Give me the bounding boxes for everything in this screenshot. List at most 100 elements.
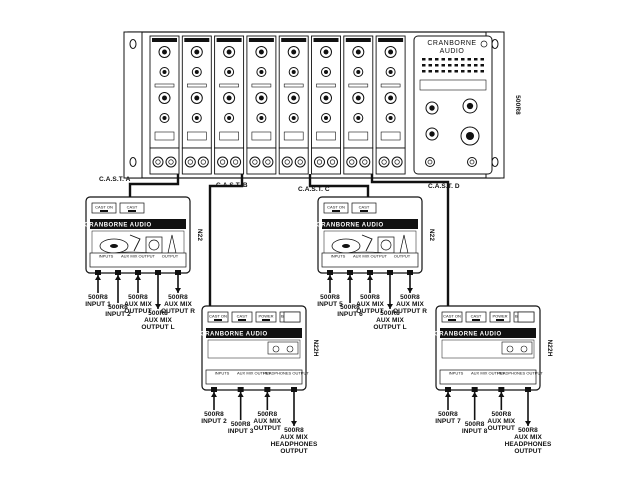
led-meter-icon: [422, 70, 426, 73]
unit-jack-icon: [445, 387, 451, 392]
unit-model-label: N22: [428, 229, 435, 242]
unit-io-label: HEADPHONES OUTPUT: [263, 371, 309, 376]
led-meter-icon: [422, 58, 426, 61]
jack-hole-icon: [394, 159, 400, 165]
led-meter-icon: [480, 70, 484, 73]
arrow-up-icon: [95, 275, 101, 280]
cast-label: C.A.S.T. A: [99, 176, 131, 183]
unit-jack-icon: [264, 387, 271, 392]
knob-cap-icon: [323, 95, 329, 101]
unit-led-icon: [448, 319, 456, 321]
module-button: [316, 131, 336, 141]
connection-label: INPUT 8: [462, 428, 488, 435]
connection-label: AUX MIX: [253, 418, 281, 425]
knob-cap-icon: [388, 95, 394, 101]
led-meter-icon: [435, 58, 439, 61]
unit-button: [231, 311, 253, 323]
connection-label: 500R8: [204, 411, 224, 418]
rack-ear-left: [123, 31, 143, 179]
led-meter-icon: [435, 64, 439, 67]
jack-hole-icon: [297, 159, 303, 165]
unit-brand-label: CRANBORNE AUDIO: [434, 332, 501, 338]
unit-model-label: N22H: [312, 339, 319, 356]
rack-module-slot: [246, 35, 277, 175]
led-meter-icon: [461, 64, 465, 67]
arrow-up-icon: [264, 392, 271, 397]
module-header-bar: [152, 38, 177, 42]
connection-label: 500R8: [492, 411, 512, 418]
knob-cap-icon: [291, 115, 296, 121]
jack-hole-icon: [265, 159, 271, 165]
connection-label: OUTPUT: [488, 425, 515, 432]
jack-hole-icon: [233, 159, 239, 165]
unit-jack-icon: [525, 387, 531, 392]
unit-io-label: OUTPUT: [162, 254, 179, 259]
unit-illustration: [441, 339, 535, 359]
module-button: [219, 131, 239, 141]
unit-io-label: HEADPHONES OUTPUT: [497, 371, 543, 376]
connection-label: AUX MIX: [396, 301, 424, 308]
headphone-knob-icon: [286, 345, 294, 353]
cast-cable: [370, 174, 450, 306]
unit-button-label: CAST ON: [95, 205, 113, 210]
arrow-down-icon: [175, 288, 181, 293]
connection-label: 500R8: [231, 421, 251, 428]
knob-cap-icon: [355, 49, 361, 55]
arrow-up-icon: [237, 392, 244, 397]
knob-cap-icon: [429, 131, 435, 137]
knob-cap-icon: [291, 69, 296, 75]
module-switch: [283, 83, 304, 88]
unit-button-label: POWER: [492, 314, 507, 319]
module-switch: [219, 83, 239, 88]
connection-label: AUX MIX: [164, 301, 192, 308]
arrow-down-icon: [407, 288, 413, 293]
knob-cap-icon: [388, 115, 393, 121]
rack-screw-hole-icon: [491, 39, 499, 49]
unit-io-label: AUX MIX OUTPUT: [353, 254, 388, 259]
knob-cap-icon: [355, 95, 361, 101]
knob-cap-icon: [162, 49, 167, 55]
unit-brand-label: CRANBORNE AUDIO: [316, 223, 383, 229]
unit-io-label: INPUTS: [99, 254, 114, 259]
led-meter-icon: [448, 70, 452, 73]
connection-label: 500R8: [168, 294, 188, 301]
unit-io-label: OUTPUT: [394, 254, 411, 259]
rack-screw-hole-icon: [491, 157, 499, 167]
knob-cap-icon: [194, 49, 200, 55]
unit-jack-icon: [387, 270, 393, 275]
jack-hole-icon: [220, 159, 226, 165]
unit-button-label: POWER: [258, 314, 273, 319]
module-switch: [316, 83, 336, 88]
knob-cap-icon: [226, 95, 232, 101]
jack-hole-icon: [469, 159, 475, 165]
led-meter-icon: [441, 64, 445, 67]
module-header-bar: [313, 38, 339, 42]
knob-cap-icon: [227, 69, 232, 75]
connection-label: INPUT 2: [105, 311, 131, 318]
speaker-cone-icon: [148, 239, 160, 251]
unit-jack-icon: [135, 270, 141, 275]
knob-cap-icon: [194, 69, 199, 75]
unit-button: [255, 311, 277, 323]
cast-label: C.A.S.T. C: [298, 186, 330, 193]
led-meter-icon: [454, 58, 458, 61]
unit-led-icon: [360, 210, 368, 212]
rack-brand-line2: AUDIO: [440, 48, 465, 55]
module-button: [380, 131, 401, 141]
unit-led-icon: [214, 319, 222, 321]
unit-button-label: CAST ON: [209, 314, 227, 319]
knob-cap-icon: [162, 69, 167, 75]
connection-label: AUX MIX: [487, 418, 515, 425]
connection-label: AUX MIX: [376, 317, 404, 324]
headphone-knob-icon: [272, 345, 280, 353]
module-switch: [380, 83, 401, 88]
headphone-knob-icon: [520, 345, 528, 353]
module-switch: [348, 83, 369, 88]
module-header-bar: [216, 38, 242, 42]
knob-cap-icon: [162, 115, 167, 121]
